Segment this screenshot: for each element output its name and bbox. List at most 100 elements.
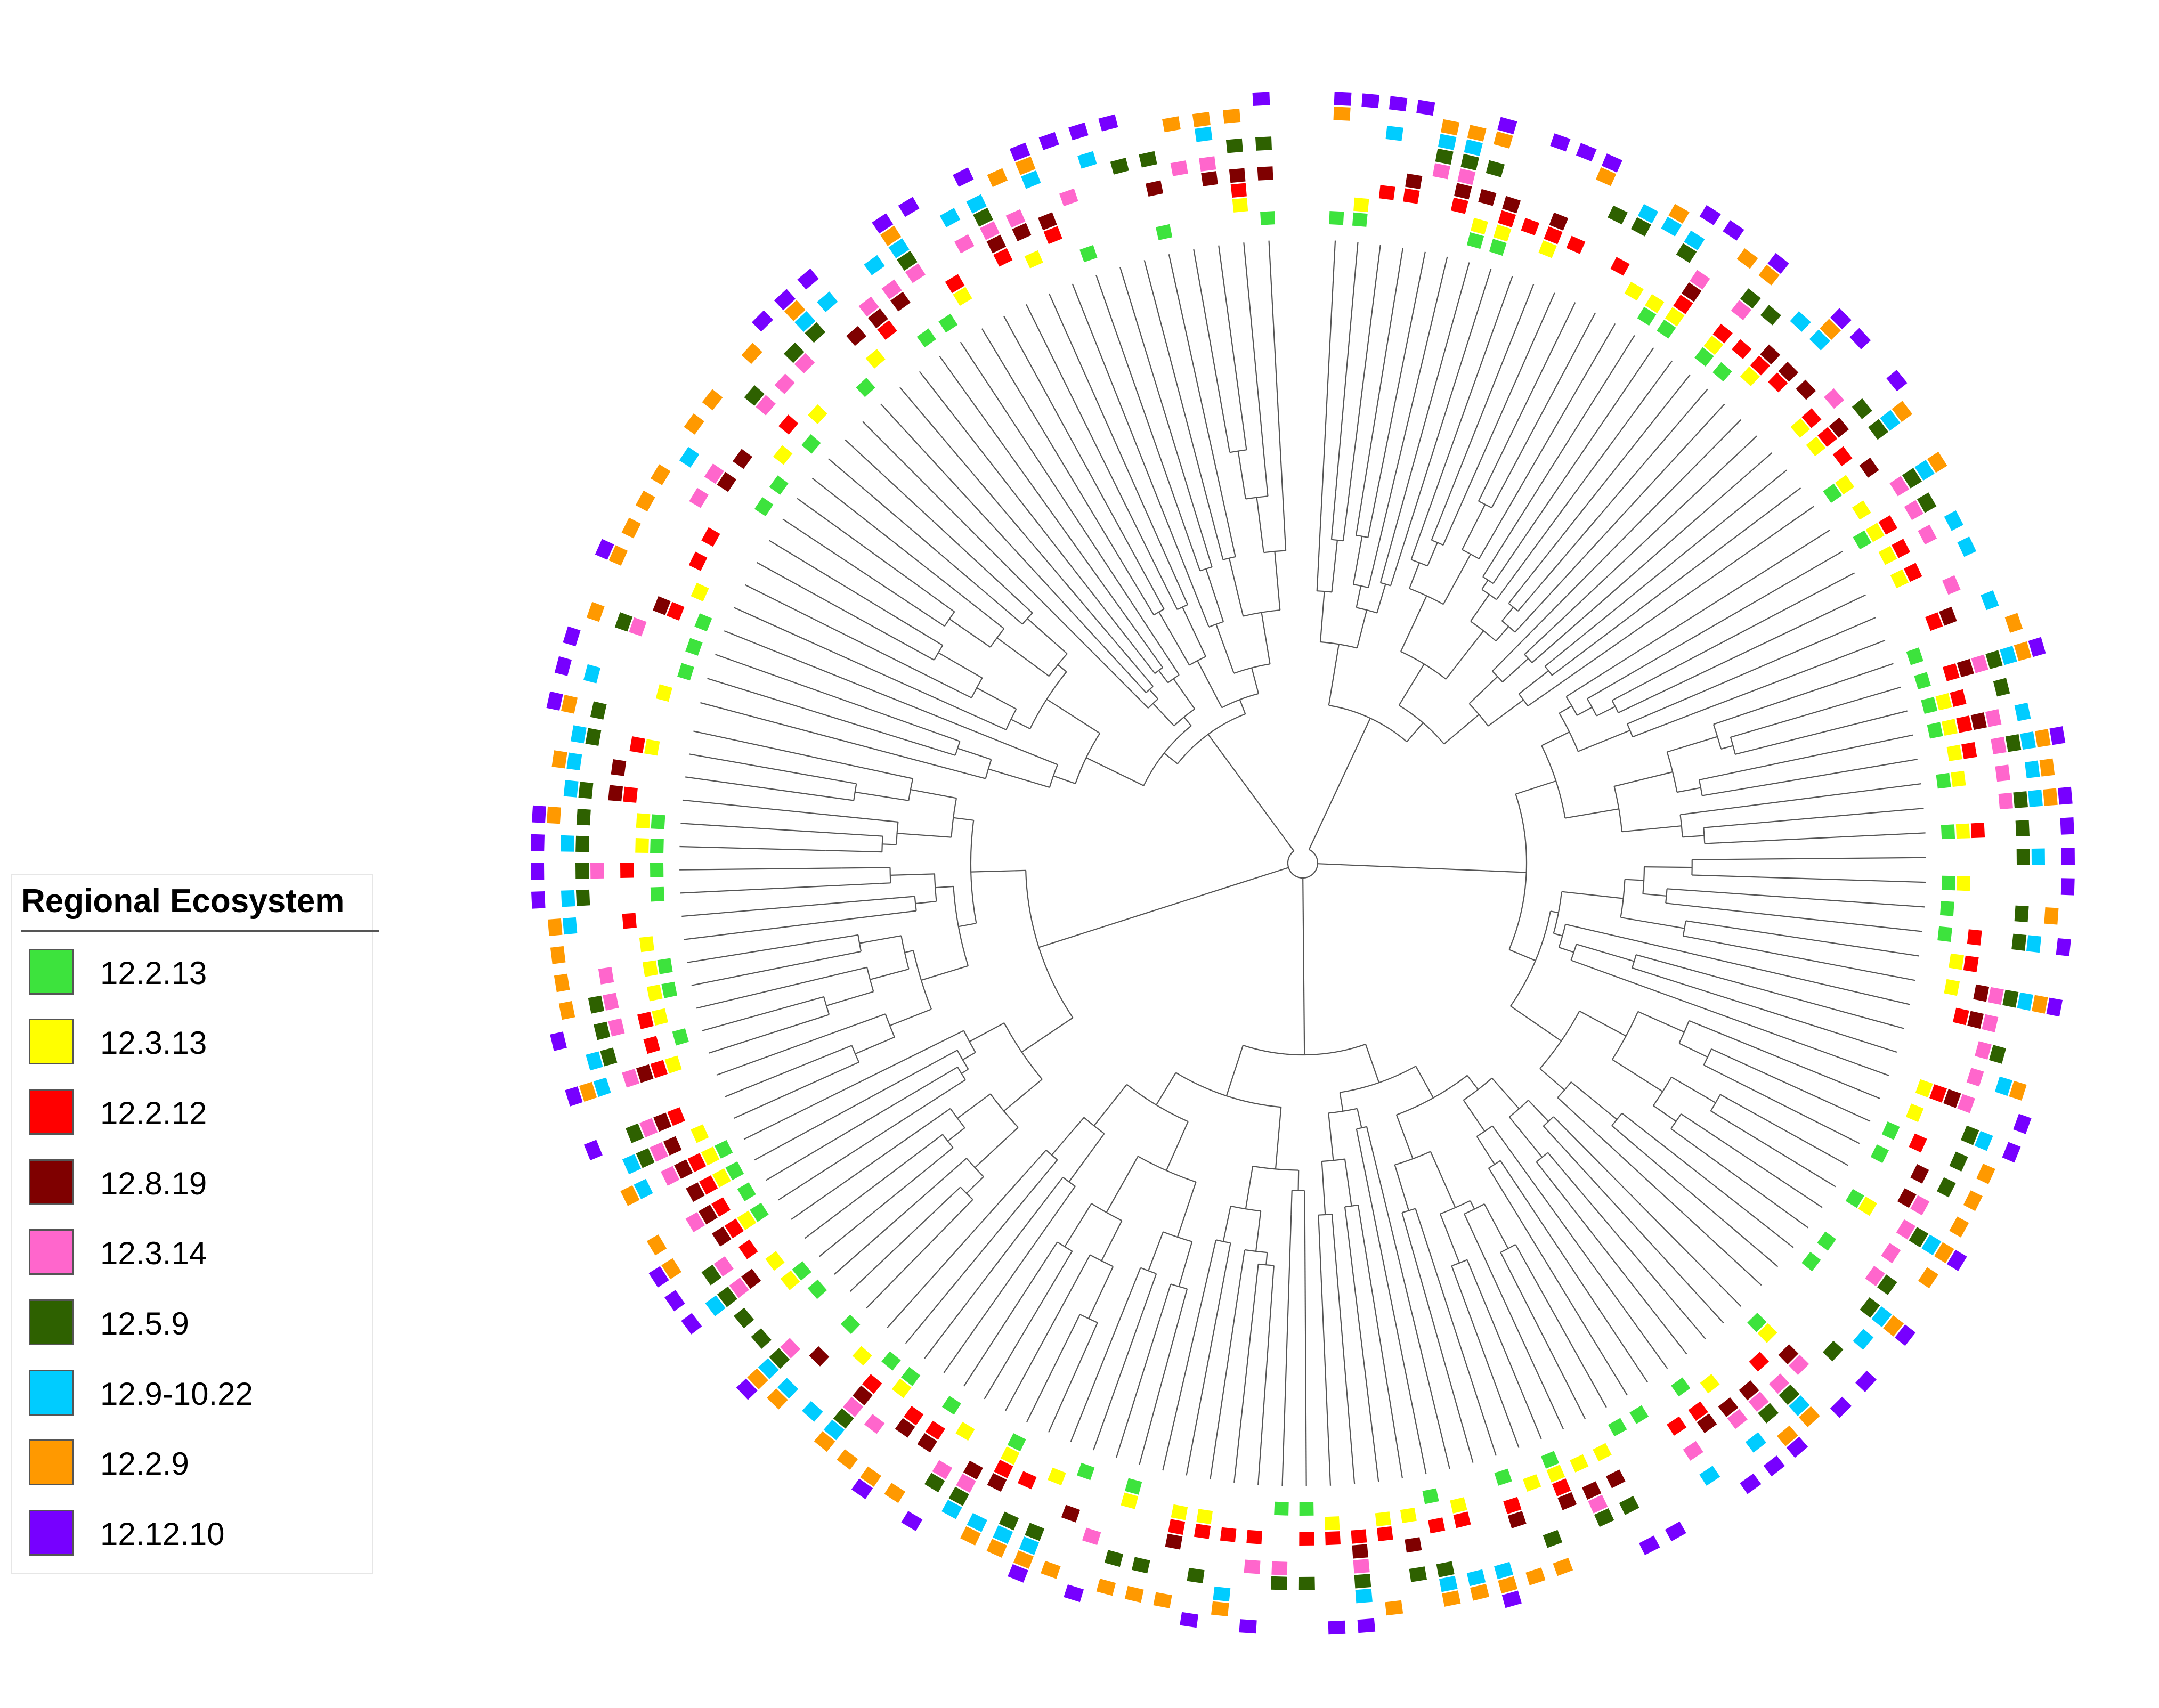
tree-branch [1058, 1254, 1091, 1313]
legend-label: 12.3.14 [100, 1235, 207, 1271]
tree-branch [1440, 283, 1535, 517]
ecosystem-cell [1299, 1532, 1314, 1546]
legend-item: 12.3.13 [19, 1016, 360, 1070]
tree-branch [957, 1093, 991, 1119]
tree-branch [825, 850, 882, 853]
ecosystem-cell [1955, 823, 1970, 839]
tree-branch [1390, 549, 1403, 586]
ecosystem-cell [1077, 151, 1097, 169]
ecosystem-cell [685, 638, 703, 656]
tree-branch [1499, 1160, 1531, 1206]
ecosystem-cell [561, 835, 574, 852]
tree-branch [1026, 1371, 1052, 1422]
tree-branch [1010, 719, 1030, 729]
ecosystem-cell [1798, 1406, 1820, 1427]
ecosystem-cell [1667, 1416, 1687, 1436]
tree-branch [1318, 1215, 1322, 1280]
tree-branch [1571, 1134, 1742, 1307]
tree-branch [1342, 495, 1350, 541]
ecosystem-cell [1432, 163, 1450, 180]
ecosystem-cell [1865, 1266, 1885, 1287]
tree-branch [1463, 1077, 1492, 1101]
ecosystem-cell [532, 805, 546, 823]
ecosystem-cell [901, 1367, 921, 1386]
tree-branch [837, 779, 857, 785]
ecosystem-cell [858, 296, 879, 317]
ecosystem-cell [805, 322, 826, 343]
tree-branch [1681, 1113, 1736, 1151]
ecosystem-cell [979, 221, 1000, 240]
ecosystem-cell [686, 1182, 705, 1202]
ecosystem-cell [621, 517, 641, 539]
ecosystem-cell [1830, 308, 1852, 330]
tree-branch [1138, 1156, 1196, 1183]
tree-branch [1518, 693, 1529, 706]
tree-branch [1539, 1068, 1565, 1091]
tree-branch [1463, 1100, 1486, 1132]
tree-branch [1362, 1237, 1403, 1479]
ecosystem-cell [1155, 224, 1173, 240]
ecosystem-cell [1230, 183, 1247, 198]
tree-branch [1188, 538, 1201, 571]
tree-branch [1149, 689, 1159, 700]
tree-branch [1714, 908, 1923, 932]
ecosystem-cell [1937, 926, 1952, 942]
ecosystem-cell [1405, 173, 1423, 189]
tree-branch [1021, 1017, 1074, 1053]
tree-branch [685, 776, 797, 793]
tree-branch [818, 1165, 932, 1257]
tree-branch [1501, 607, 1514, 622]
tree-branch [921, 965, 969, 981]
ecosystem-cell [717, 1286, 737, 1307]
tree-branch [684, 917, 862, 940]
tree-branch [1379, 251, 1426, 477]
tree-branch [1140, 1267, 1157, 1274]
ecosystem-cell [2014, 641, 2032, 661]
tree-branch [1642, 867, 1645, 894]
tree-branch [1695, 987, 1897, 1053]
ecosystem-cell [554, 656, 572, 676]
ecosystem-cell [1507, 1511, 1527, 1528]
tree-branch [1541, 731, 1570, 746]
tree-branch [1489, 1268, 1564, 1430]
tree-branch [1443, 714, 1480, 745]
tree-branch [1302, 877, 1305, 1055]
tree-branch [1431, 516, 1442, 541]
tree-branch [1374, 1160, 1450, 1469]
tree-branch [1713, 717, 1735, 725]
ecosystem-cell [1790, 311, 1811, 332]
tree-branch [1466, 1259, 1473, 1272]
ecosystem-cell [1684, 230, 1705, 250]
tree-branch [1510, 1005, 1562, 1042]
ecosystem-cell [1694, 347, 1714, 367]
tree-branch [1571, 1081, 1618, 1120]
tree-branch [1176, 1182, 1197, 1238]
ecosystem-cell [1361, 93, 1379, 109]
ecosystem-cell [1257, 166, 1273, 181]
tree-branch [1356, 585, 1362, 608]
ecosystem-cell [1989, 1045, 2006, 1064]
ecosystem-cell [1486, 160, 1505, 177]
ecosystem-cell [765, 1251, 785, 1271]
tree-branch [1471, 1271, 1542, 1439]
tree-branch [1557, 1097, 1604, 1140]
ecosystem-cell [1690, 270, 1710, 290]
tree-branch [1508, 794, 1528, 950]
ecosystem-cell [756, 395, 776, 416]
ecosystem-cell [881, 279, 902, 299]
ecosystem-cell [1855, 1370, 1877, 1392]
tree-branch [863, 767, 913, 779]
ecosystem-cell [1438, 134, 1457, 150]
ecosystem-cell [1498, 210, 1516, 227]
ecosystem-cell [1333, 107, 1351, 121]
ecosystem-cell [2014, 702, 2031, 721]
tree-branch [1658, 1141, 1794, 1248]
ecosystem-cell [1902, 468, 1922, 489]
ecosystem-cell [1697, 1413, 1717, 1433]
ecosystem-cell [650, 886, 665, 902]
tree-branch [1178, 1241, 1193, 1287]
ecosystem-cell [1982, 1014, 1999, 1032]
tree-branch [1466, 1075, 1479, 1090]
tree-branch [939, 750, 956, 756]
tree-branch [700, 702, 977, 777]
